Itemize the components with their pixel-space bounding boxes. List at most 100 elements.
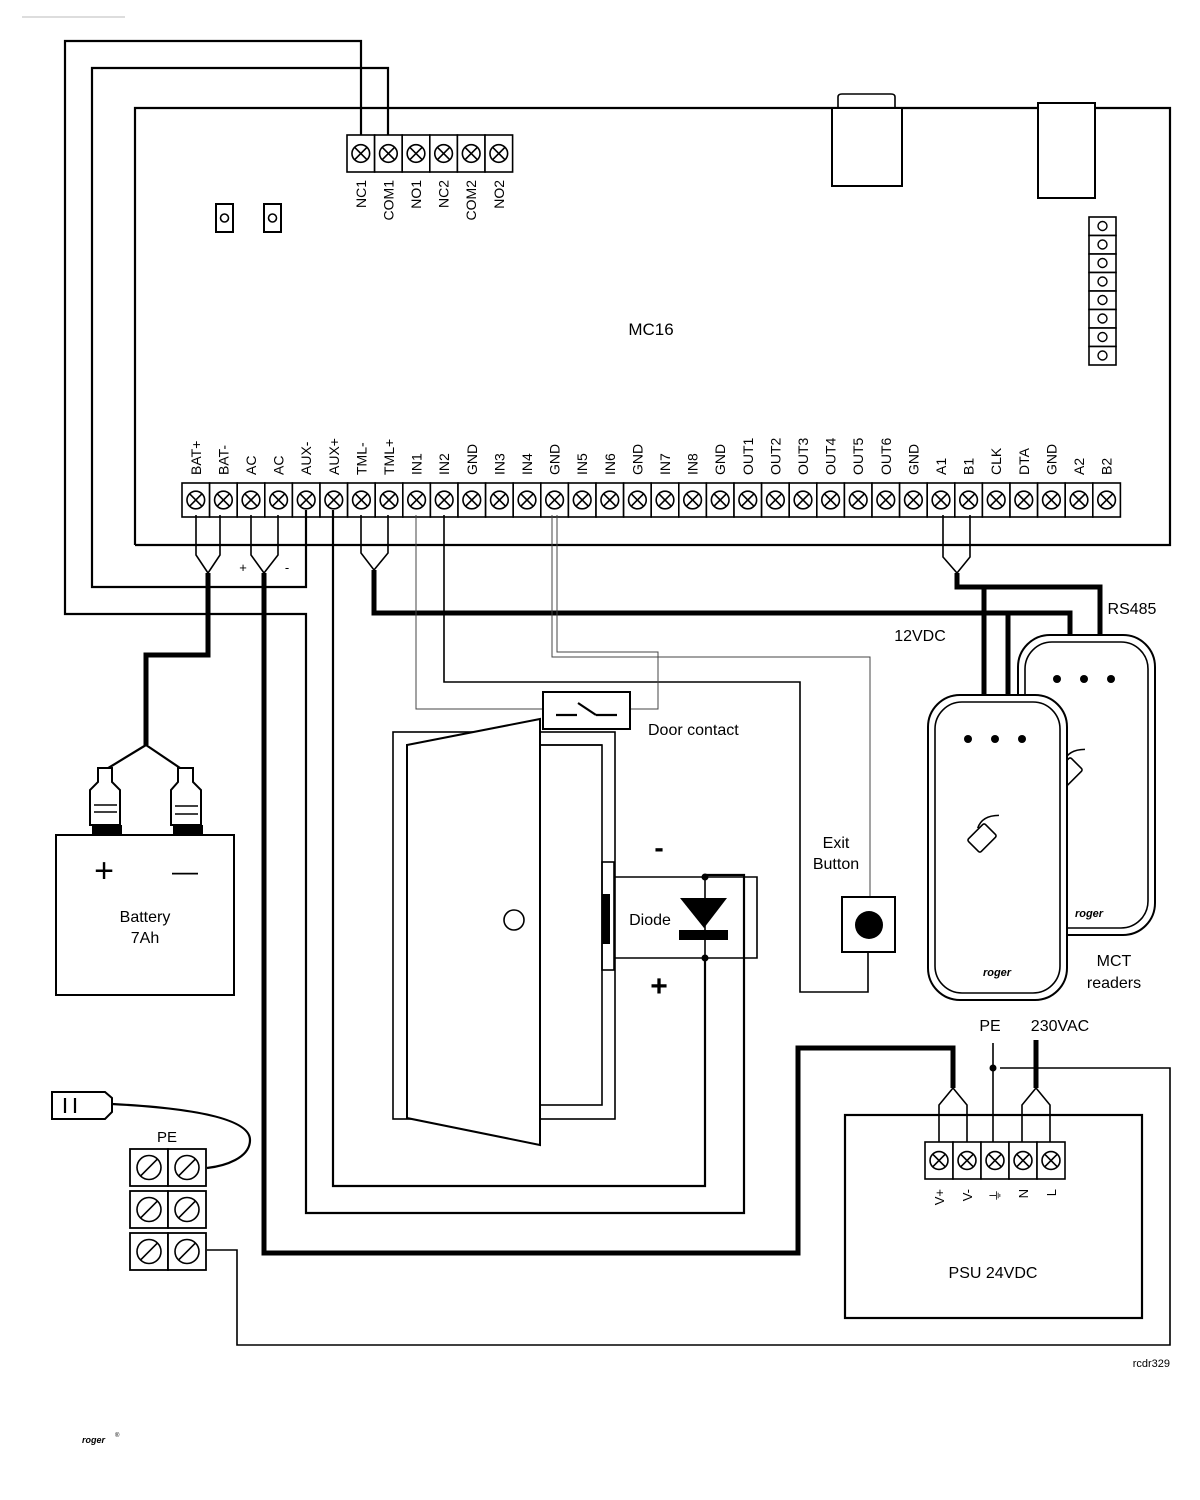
terminal-clk[interactable]: CLK	[981, 447, 1011, 518]
exit-button-label-1: Exit	[823, 835, 850, 852]
wire-nc1	[63, 39, 746, 1215]
terminal-nc1[interactable]: NC1	[346, 134, 376, 208]
wire-12vdc	[371, 570, 1073, 635]
terminal-no1[interactable]: NO1	[401, 134, 431, 209]
terminal-nc2[interactable]: NC2	[428, 134, 459, 208]
rj-connector	[831, 107, 903, 187]
terminal-tml-[interactable]: TML-	[346, 442, 377, 518]
lock-plus-sign: +	[650, 970, 668, 1003]
pe-terminal[interactable]	[129, 1232, 169, 1271]
terminal-in6[interactable]: IN6	[595, 453, 625, 518]
terminal-b1[interactable]: B1	[953, 458, 984, 518]
wires	[63, 39, 1103, 1256]
terminal-label: B1	[961, 458, 977, 475]
terminal-gnd[interactable]: GND	[1036, 444, 1066, 518]
terminal-v-[interactable]: V+	[924, 1141, 954, 1205]
terminal-label: OUT4	[823, 437, 839, 475]
terminal-label: V+	[932, 1189, 947, 1205]
terminal-a2[interactable]: A2	[1064, 458, 1094, 518]
terminal-gnd[interactable]: GND	[898, 444, 928, 518]
terminal-l[interactable]: L	[1036, 1141, 1066, 1196]
terminal-label: IN2	[436, 453, 452, 475]
terminal-label: OUT3	[795, 437, 811, 475]
jumper-2[interactable]	[263, 203, 282, 233]
terminal-aux-[interactable]: AUX-	[291, 441, 321, 518]
terminal-com1[interactable]: COM1	[373, 134, 404, 220]
230vac-label: 230VAC	[1031, 1018, 1089, 1035]
terminal-b2[interactable]: B2	[1092, 458, 1122, 518]
terminal-aux-[interactable]: AUX+	[319, 438, 349, 518]
terminal-label: NC2	[436, 180, 452, 208]
terminal-label: GND	[712, 444, 728, 475]
pe-terminal[interactable]	[129, 1148, 169, 1187]
terminal-label: OUT1	[740, 437, 756, 475]
door-contact-label: Door contact	[648, 722, 739, 739]
ac-plus-mark: +	[239, 560, 247, 575]
terminal-gnd[interactable]: GND	[705, 444, 735, 518]
battery-plus-sign: +	[94, 852, 114, 890]
wire-gnd-exit	[551, 515, 871, 897]
terminal-in5[interactable]: IN5	[567, 453, 597, 518]
terminal--[interactable]: ⏚	[980, 1141, 1010, 1202]
terminal-out5[interactable]: OUT5	[843, 437, 873, 518]
header-pin	[1088, 271, 1117, 292]
terminal-v-[interactable]: V-	[952, 1141, 982, 1201]
terminal-label: CLK	[988, 447, 1004, 475]
pe-terminal[interactable]	[167, 1190, 207, 1229]
terminal-gnd[interactable]: GND	[622, 444, 652, 518]
wire-battery	[143, 573, 211, 745]
pe-terminal-block	[129, 1148, 207, 1271]
terminal-a1[interactable]: A1	[926, 458, 956, 518]
terminal-out4[interactable]: OUT4	[815, 437, 846, 518]
footer-reg-mark: ®	[115, 1432, 120, 1439]
terminal-label: B2	[1099, 458, 1115, 475]
terminal-label: IN4	[519, 453, 535, 475]
terminal-label: IN1	[409, 453, 425, 475]
terminal-out6[interactable]: OUT6	[871, 437, 901, 518]
terminal-gnd[interactable]: GND	[457, 444, 487, 518]
terminal-in8[interactable]: IN8	[677, 453, 708, 518]
jumper-1[interactable]	[215, 203, 234, 233]
terminal-in1[interactable]: IN1	[401, 453, 432, 518]
pe-terminal[interactable]	[167, 1232, 207, 1271]
psu-name: PSU 24VDC	[949, 1265, 1038, 1282]
terminal-out1[interactable]: OUT1	[733, 437, 763, 518]
pe-terminal[interactable]	[129, 1190, 169, 1229]
reader-front-brand: roger	[983, 967, 1012, 979]
terminal-label: NO2	[491, 180, 507, 209]
terminal-bat-[interactable]: BAT-	[208, 445, 239, 518]
controller-name: MC16	[628, 320, 673, 339]
terminal-label: V-	[960, 1189, 975, 1201]
terminal-label: BAT-	[215, 445, 231, 475]
exit-button[interactable]	[841, 896, 896, 953]
terminal-com2[interactable]: COM2	[456, 134, 486, 220]
terminal-no2[interactable]: NO2	[484, 134, 514, 209]
door-handle-icon	[503, 909, 525, 931]
terminal-out3[interactable]: OUT3	[788, 437, 818, 518]
wire-com1	[90, 66, 390, 589]
wire-gnd-door	[556, 515, 659, 710]
terminal-ac[interactable]: AC	[236, 456, 266, 518]
wire-pe	[207, 1067, 1171, 1346]
terminal-tml-[interactable]: TML+	[374, 439, 404, 518]
wire-rs485	[954, 573, 1103, 635]
door-contact	[542, 691, 631, 730]
terminal-ac[interactable]: AC	[263, 456, 294, 518]
terminal-label: ⏚	[988, 1189, 1003, 1202]
battery-body	[55, 834, 235, 996]
header-pin	[1088, 308, 1117, 329]
terminal-out2[interactable]: OUT2	[760, 437, 790, 518]
terminal-in7[interactable]: IN7	[650, 453, 680, 518]
terminal-bat-[interactable]: BAT+	[181, 441, 211, 518]
terminal-gnd[interactable]: GND	[539, 444, 570, 518]
terminal-in2[interactable]: IN2	[429, 453, 459, 518]
terminal-dta[interactable]: DTA	[1009, 447, 1039, 518]
terminal-n[interactable]: N	[1008, 1141, 1038, 1198]
controller-outline	[133, 106, 1172, 547]
pe-terminal[interactable]	[167, 1148, 207, 1187]
terminal-label: AC	[243, 456, 259, 475]
terminal-in4[interactable]: IN4	[512, 453, 542, 518]
terminal-in3[interactable]: IN3	[484, 453, 515, 518]
